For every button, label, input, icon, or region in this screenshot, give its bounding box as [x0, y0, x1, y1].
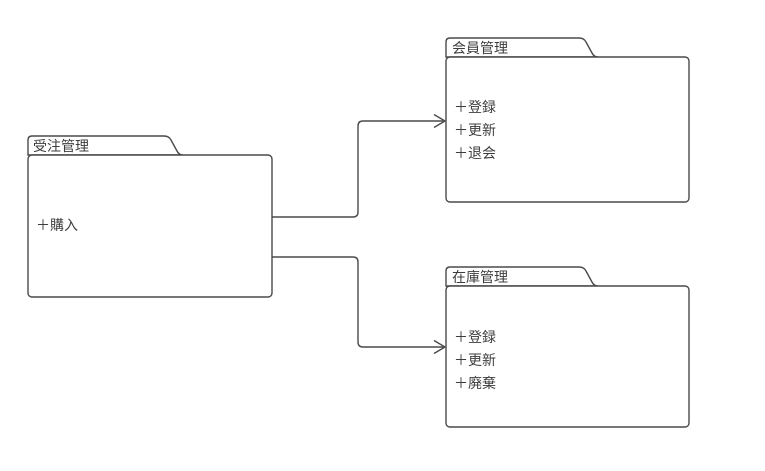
package-member: ＋退会	[454, 146, 496, 162]
package-title: 在庫管理	[452, 269, 508, 286]
package-member: ＋購入	[36, 218, 78, 234]
package-order[interactable]: 受注管理 ＋購入	[27, 135, 273, 298]
connector-order-to-member[interactable]	[272, 113, 447, 218]
package-title: 受注管理	[33, 139, 89, 155]
connector-line	[272, 120, 444, 218]
package-body	[27, 154, 273, 298]
package-body	[445, 56, 690, 203]
package-member: ＋更新	[454, 353, 496, 369]
connector-order-to-inventory[interactable]	[272, 256, 447, 355]
package-member: ＋登録	[454, 330, 496, 346]
package-member: ＋更新	[454, 123, 496, 139]
package-tab	[27, 135, 184, 156]
open-arrowhead-icon	[433, 113, 447, 129]
package-tab	[445, 37, 599, 58]
package-member: ＋登録	[454, 100, 496, 116]
open-arrowhead-icon	[433, 339, 447, 355]
connector-line	[272, 256, 444, 348]
package-member[interactable]: 会員管理 ＋登録 ＋更新 ＋退会	[445, 37, 690, 203]
package-member: ＋廃棄	[454, 375, 496, 392]
package-body	[445, 285, 690, 428]
package-inventory[interactable]: 在庫管理 ＋登録 ＋更新 ＋廃棄	[445, 266, 690, 428]
package-title: 会員管理	[452, 41, 508, 57]
package-tab	[445, 266, 599, 287]
